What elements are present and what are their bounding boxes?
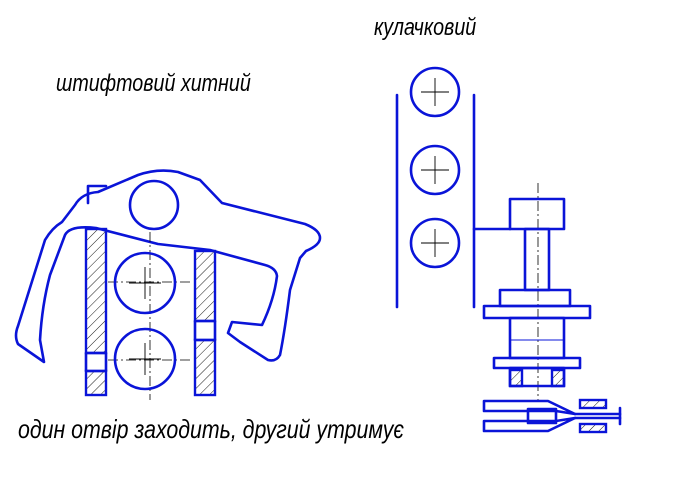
pin-ratchet-label: штифтовий хитний <box>56 70 251 97</box>
strip-hole-1 <box>409 66 461 118</box>
fork-support-bottom <box>578 422 608 434</box>
cam-label: кулачковий <box>374 14 477 41</box>
cam-mechanism <box>395 66 622 434</box>
top-pin <box>128 179 180 231</box>
bottom-fork <box>482 399 622 433</box>
top-bracket <box>86 184 108 205</box>
cam-head <box>508 197 566 231</box>
right-hatched-bar <box>193 249 217 397</box>
upper-hole <box>113 251 177 315</box>
lower-plate <box>492 356 582 370</box>
base-hatch-left <box>508 368 524 388</box>
upper-flange-top <box>498 288 572 308</box>
lower-hole <box>113 327 177 391</box>
base-hatch-right <box>550 368 566 388</box>
pin-rocking-mechanism <box>14 169 322 400</box>
hub <box>508 316 566 360</box>
strip-hole-3 <box>409 217 461 269</box>
cam-shaft <box>523 227 551 292</box>
upper-flange-plate <box>482 304 592 320</box>
rocking-arm <box>14 169 322 364</box>
caption-label: один отвір заходить, другий утримує <box>18 414 404 444</box>
strip-hole-2 <box>409 144 461 196</box>
fork-support-top <box>578 398 608 410</box>
left-hatched-bar <box>84 227 108 397</box>
